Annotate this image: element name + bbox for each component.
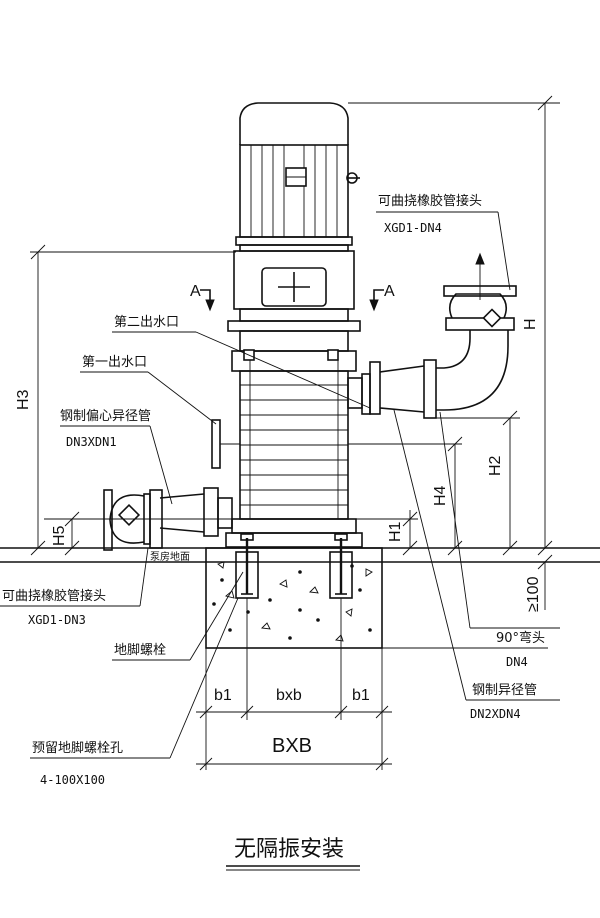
pump-floor-label: 泵房地面: [150, 550, 190, 563]
first-outlet-flange: [211, 419, 240, 469]
reserved-hole-name: 预留地脚螺栓孔: [32, 740, 123, 756]
dim-bxb: bxb: [276, 687, 302, 704]
dim-h: H: [522, 318, 539, 330]
drawing-title: 无隔振安装: [226, 837, 360, 871]
eccentric-reducer-name: 钢制偏心异径管: [60, 409, 151, 424]
first-outlet-label: 第一出水口: [82, 355, 147, 370]
dim-h2: H2: [487, 455, 504, 476]
second-outlet-label: 第二出水口: [114, 315, 179, 330]
steel-reducer-name: 钢制异径管: [472, 683, 537, 698]
coupling-housing: [227, 250, 361, 332]
pump-body: [225, 330, 363, 548]
flex-joint-top-name: 可曲挠橡胶管接头: [378, 193, 482, 209]
section-a-left: A: [190, 283, 201, 300]
flex-joint-bottom-name: 可曲挠橡胶管接头: [2, 588, 106, 604]
suction-piping: [44, 487, 233, 551]
dim-bxb-total: BXB: [272, 735, 312, 757]
eccentric-reducer-code: DN3XDN1: [66, 435, 117, 449]
dim-h3: H3: [15, 389, 32, 410]
dimension-texts: H H2 H4 H1 H3 H5 ≥100 b1 bxb b1 BXB: [15, 318, 542, 757]
motor: [235, 102, 360, 252]
anchor-bolt-label: 地脚螺栓: [114, 642, 166, 658]
leader-lines: [0, 211, 560, 759]
title-text: 无隔振安装: [234, 837, 344, 862]
dim-h1: H1: [387, 521, 404, 542]
flex-joint-top-code: XGD1-DN4: [384, 221, 442, 235]
dim-b1-right: b1: [352, 687, 370, 704]
dim-b1-left: b1: [214, 687, 232, 704]
annotations: 可曲挠橡胶管接头 XGD1-DN4 第二出水口 第一出水口 钢制偏心异径管 DN…: [2, 193, 545, 787]
section-a-right: A: [384, 283, 395, 300]
elbow-name: 90°弯头: [496, 630, 545, 646]
section-marks: A A: [190, 283, 395, 312]
steel-reducer-code: DN2XDN4: [470, 707, 521, 721]
flex-joint-bottom-code: XGD1-DN3: [28, 613, 86, 627]
dim-min-100: ≥100: [525, 576, 542, 612]
dimension-lines: [30, 95, 560, 771]
elbow-code: DN4: [506, 655, 528, 669]
dim-h4: H4: [432, 485, 449, 506]
dim-h5: H5: [51, 525, 68, 546]
discharge-piping: [347, 252, 517, 419]
reserved-hole-code: 4-100X100: [40, 773, 105, 787]
